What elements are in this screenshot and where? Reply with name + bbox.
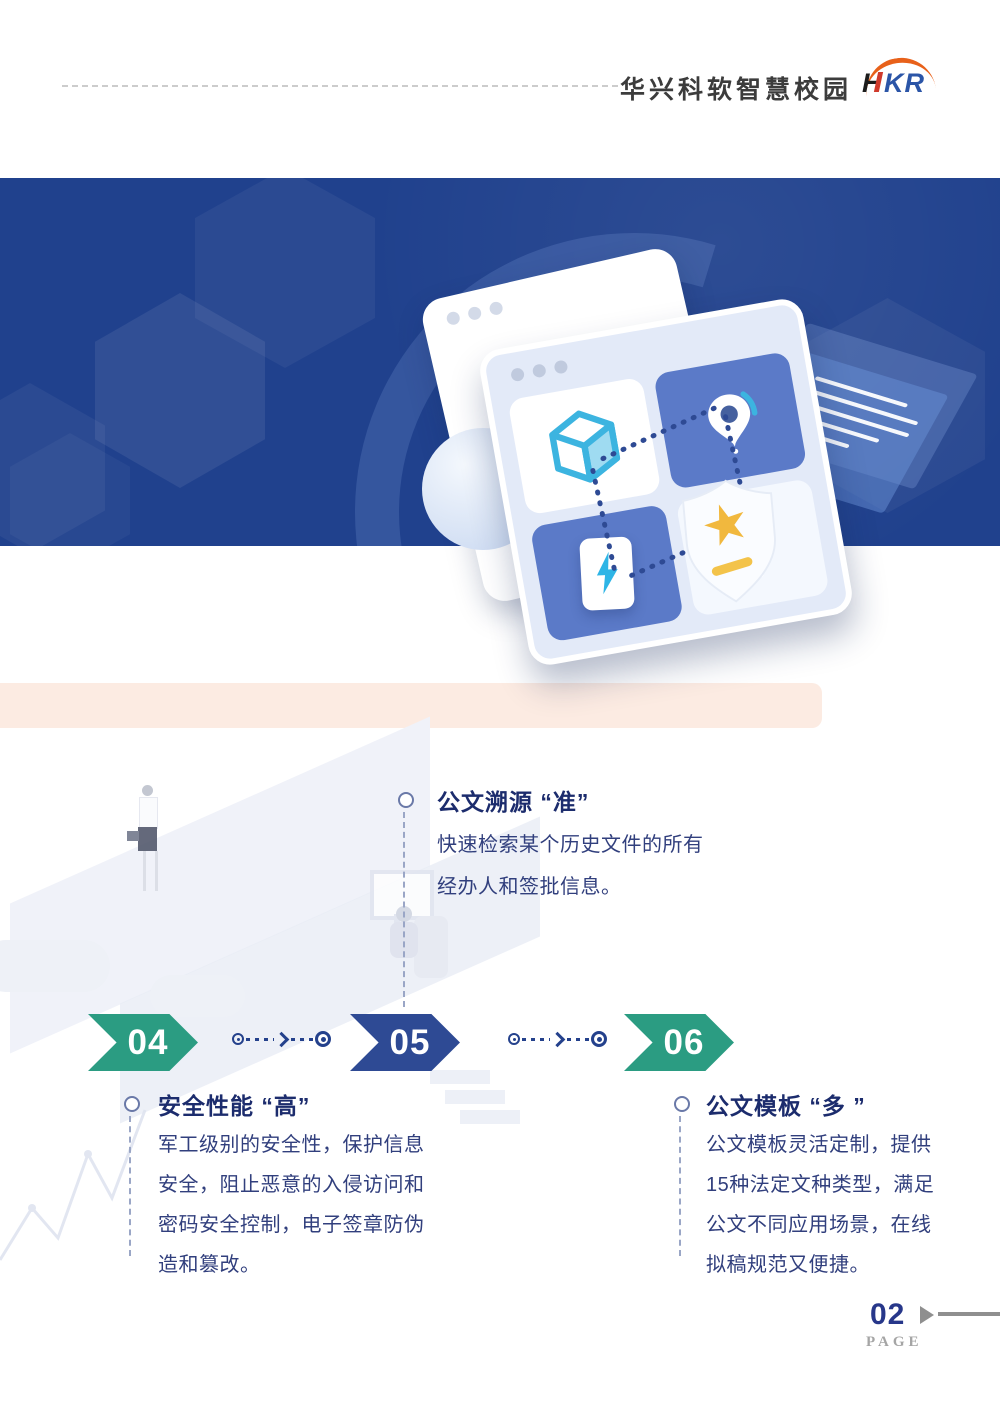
step-arrow-06: 06: [624, 1014, 734, 1071]
accent-strip: [0, 683, 822, 728]
connector-bullseye-icon: [315, 1031, 331, 1047]
stair-shape: [430, 1070, 490, 1084]
cube-icon: [549, 410, 621, 483]
feature-text-line: 拟稿规范又便捷。: [706, 1254, 870, 1276]
feature-text-line: 公文不同应用场景，在线: [706, 1214, 932, 1236]
dotted-arrow-connector: [508, 1031, 607, 1047]
feature-dashed-line: [403, 812, 405, 1007]
chart-line-shape: [0, 1109, 147, 1261]
cloud-shape: [150, 975, 245, 1017]
feature-marker-ring: [124, 1096, 140, 1112]
step-arrow-05: 05: [350, 1014, 460, 1071]
shield-badge: ★: [678, 474, 785, 610]
feature-marker-ring: [398, 792, 414, 808]
feature-text-line: 15种法定文种类型，满足: [706, 1174, 935, 1196]
footer-line: [938, 1312, 1000, 1316]
step-number: 06: [663, 1022, 705, 1062]
feature-title-tracing: 公文溯源 “准”: [437, 789, 590, 815]
hkr-logo: H KR: [860, 53, 938, 108]
power-card: [579, 535, 635, 611]
stair-shape: [460, 1110, 520, 1124]
feature-title-templates: 公文模板 “多 ”: [706, 1093, 866, 1119]
tile-power: [529, 503, 685, 643]
browser-window-front: [476, 295, 856, 669]
connector-ring-icon: [508, 1033, 520, 1045]
feature-dashed-line: [129, 1116, 131, 1256]
window-dots-icon: [510, 359, 569, 383]
header-dashed-line: [62, 85, 618, 87]
stair-shape: [445, 1090, 505, 1104]
footer-triangle-icon: [920, 1306, 934, 1324]
cloud-shape: [0, 940, 110, 992]
feature-title-security: 安全性能 “高”: [158, 1093, 311, 1119]
connector-bullseye-icon: [591, 1031, 607, 1047]
feature-text-line: 造和篡改。: [158, 1254, 261, 1276]
tile-cube: [507, 376, 662, 516]
platform-shape: [10, 716, 430, 1054]
standing-person-figure: [127, 785, 163, 905]
step-number: 05: [389, 1022, 431, 1062]
connector-arrowhead-icon: [273, 1031, 290, 1047]
window-dots-icon: [445, 300, 504, 327]
platform-shape: [120, 816, 540, 1124]
step-number: 04: [127, 1022, 169, 1062]
feature-text-line: 经办人和签批信息。: [437, 876, 622, 898]
lightning-icon: [596, 551, 618, 594]
connector-arrowhead-icon: [549, 1031, 566, 1047]
feature-text-line: 密码安全控制，电子签章防伪: [158, 1214, 425, 1236]
page-header-title: 华兴科软智慧校园: [619, 76, 852, 104]
tile-location: [653, 350, 808, 490]
feature-text-line: 快速检索某个历史文件的所有: [437, 834, 704, 856]
feature-marker-ring: [674, 1096, 690, 1112]
feature-dashed-line: [679, 1116, 681, 1256]
page-label: PAGE: [866, 1334, 923, 1350]
hero-illustration: ★: [418, 244, 1000, 669]
location-pin-icon: [708, 390, 758, 454]
feature-text-line: 公文模板灵活定制，提供: [706, 1134, 932, 1156]
feature-text-line: 军工级别的安全性，保护信息: [158, 1134, 425, 1156]
logo-letters-kr: KR: [884, 68, 925, 98]
dotted-arrow-connector: [232, 1031, 331, 1047]
feature-text-line: 安全，阻止恶意的入侵访问和: [158, 1174, 425, 1196]
step-arrow-04: 04: [88, 1014, 198, 1071]
page-number: 02: [870, 1298, 906, 1331]
connector-ring-icon: [232, 1033, 244, 1045]
